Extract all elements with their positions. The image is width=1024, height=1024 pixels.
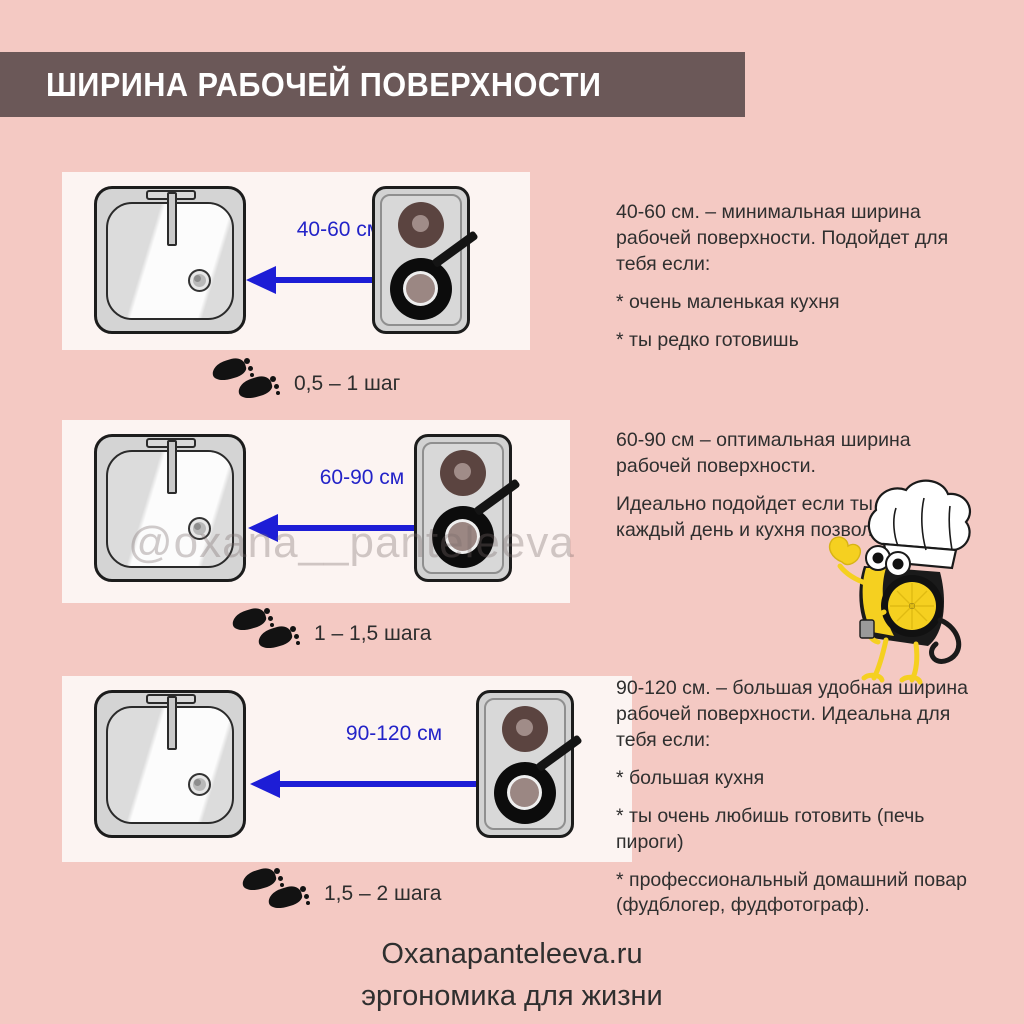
footer-site: Oxanapanteleeva.ru — [381, 938, 643, 970]
footprint-front — [256, 623, 294, 652]
toe — [250, 373, 254, 377]
faucet-stem-icon — [167, 192, 177, 246]
toe — [248, 366, 253, 371]
measure-label-2: 60-90 см — [319, 466, 405, 489]
page-title: ШИРИНА РАБОЧЕЙ ПОВЕРХНОСТИ — [46, 65, 602, 103]
measure-label-3: 90-120 см — [345, 722, 443, 745]
burner-icon — [502, 706, 548, 752]
steps-label-3: 1,5 – 2 шага — [324, 882, 442, 905]
sink-drain-icon — [188, 516, 212, 540]
description-bullet-3-1: * большая кухня — [616, 766, 765, 789]
stove-icon — [476, 690, 583, 838]
description-intro-1: 40-60 см. – минимальная ширина рабочей п… — [616, 201, 949, 275]
frying-pan-icon — [432, 478, 521, 568]
diagram-panel-1: 40-60 см — [62, 172, 530, 350]
diagram-panel-2: 60-90 см — [62, 420, 570, 603]
description-line-2-1: 60-90 см – оптимальная ширина рабочей по… — [616, 429, 911, 477]
thumbs-up-icon — [828, 536, 871, 587]
faucet-stem-icon — [167, 696, 177, 750]
toe — [276, 391, 280, 395]
description-block-1: 40-60 см. – минимальная ширина рабочей п… — [616, 200, 988, 354]
sink-icon — [94, 186, 246, 334]
sink-drain-icon — [188, 268, 212, 292]
steps-group-2: 1 – 1,5 шага — [230, 605, 432, 654]
toe — [274, 868, 280, 874]
toe — [270, 623, 274, 627]
diagram-panel-3: 90-120 см — [62, 676, 632, 862]
footprints-icon — [240, 865, 320, 914]
toe — [290, 626, 296, 632]
sink-drain-icon — [188, 772, 212, 796]
legs-icon — [861, 637, 923, 685]
stove-icon — [372, 186, 479, 334]
description-block-3: 90-120 см. – большая удобная ширина рабо… — [616, 676, 988, 919]
steps-label-1: 0,5 – 1 шаг — [294, 372, 401, 395]
sink-basin — [106, 450, 234, 568]
eyes-icon — [865, 545, 911, 577]
arrow-shaft — [270, 277, 408, 283]
arrow-shaft — [272, 525, 452, 531]
footprint-back — [240, 865, 278, 894]
toe — [268, 616, 273, 621]
burner-icon — [440, 450, 486, 496]
footprint-front — [236, 373, 274, 402]
toe — [296, 641, 300, 645]
footprint-front — [266, 883, 304, 912]
sink-icon — [94, 434, 246, 582]
description-bullet-1-2: * ты редко готовишь — [616, 328, 799, 351]
faucet-stem-icon — [167, 440, 177, 494]
toe — [300, 886, 306, 892]
toe — [294, 634, 299, 639]
toe — [270, 376, 276, 382]
tape-measure-body — [859, 566, 944, 646]
arrow-shaft — [274, 781, 514, 787]
bee-chef-illustration — [828, 479, 972, 685]
frying-pan-icon — [494, 734, 583, 824]
header-banner: ШИРИНА РАБОЧЕЙ ПОВЕРХНОСТИ — [0, 52, 745, 117]
steps-group-3: 1,5 – 2 шага — [240, 865, 442, 914]
toe — [306, 901, 310, 905]
toe — [274, 384, 279, 389]
description-bullet-1-1: * очень маленькая кухня — [616, 290, 840, 313]
burner-icon — [398, 202, 444, 248]
steps-label-2: 1 – 1,5 шага — [314, 622, 432, 645]
footer-tagline: эргономика для жизни — [361, 980, 663, 1012]
footprints-icon — [230, 605, 310, 654]
toe — [244, 358, 250, 364]
toe — [264, 608, 270, 614]
toe — [304, 894, 309, 899]
description-intro-3: 90-120 см. – большая удобная ширина рабо… — [616, 677, 968, 751]
frying-pan-icon — [390, 230, 479, 320]
footprint-back — [230, 605, 268, 634]
stove-icon — [414, 434, 521, 582]
measure-label-1: 40-60 см — [296, 218, 382, 241]
description-bullet-3-3: * профессиональный домашний повар (фудбл… — [616, 868, 967, 917]
description-bullet-3-2: * ты очень любишь готовить (печь пироги) — [616, 804, 925, 853]
sink-icon — [94, 690, 246, 838]
footprints-icon — [210, 355, 290, 404]
steps-group-1: 0,5 – 1 шаг — [210, 355, 401, 404]
toe — [278, 876, 283, 881]
bee-chef-mascot — [820, 462, 1000, 692]
footprint-back — [210, 355, 248, 384]
toe — [280, 883, 284, 887]
